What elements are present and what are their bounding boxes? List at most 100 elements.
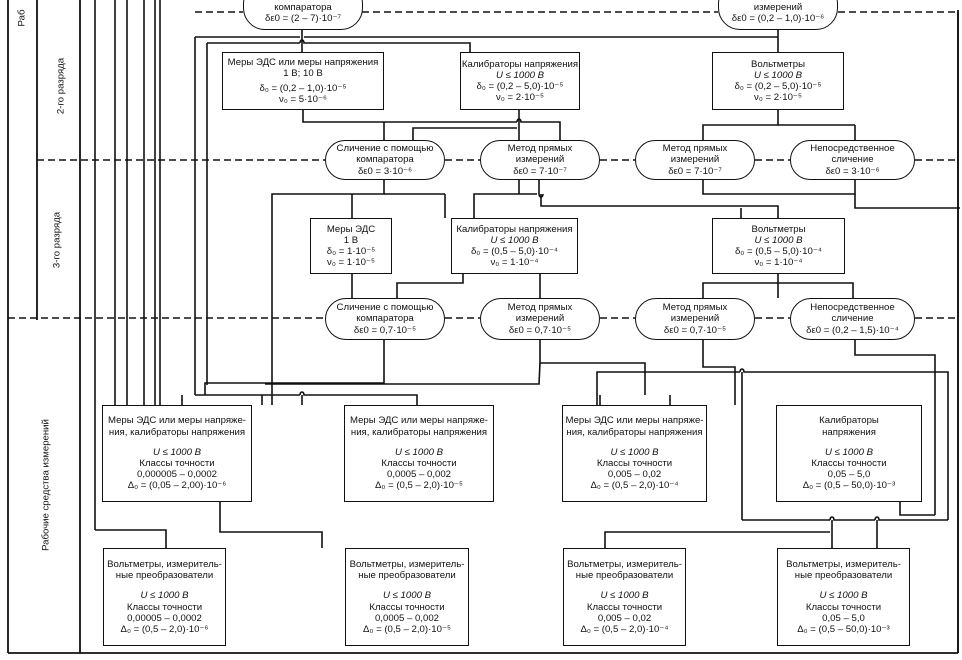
method-title-2: измерений <box>670 313 720 325</box>
box-delta: Δ₀ = (0,5 – 50,0)·10⁻³ <box>802 480 896 492</box>
row-label-rank2: 2-го разряда <box>55 57 67 115</box>
working-source-box-1: Меры ЭДС или меры напряже- ния, калибрат… <box>102 405 252 502</box>
top-method-direct: измерений δε0 = (0,2 – 1,0)·10⁻⁶ <box>718 0 838 30</box>
box-title-2: ния, калибраторы напряжения <box>350 426 488 438</box>
accuracy-class-label: Классы точности <box>381 458 457 469</box>
rank3-box-calibrators: Калибраторы напряжения U ≤ 1000 В δ₀ = (… <box>451 218 578 274</box>
box-delta: Δ₀ = (0,5 – 2,0)·10⁻⁴ <box>580 623 669 635</box>
box-title: Калибраторы напряжения <box>456 223 573 235</box>
working-source-box-4: Калибраторы напряжения U ≤ 1000 В Классы… <box>776 405 922 502</box>
working-meter-box-1: Вольтметры, измеритель- ные преобразоват… <box>103 548 226 646</box>
method-title: Метод прямых <box>662 302 728 314</box>
rank3-method-comparator: Сличение с помощью компаратора δε0 = 0,7… <box>325 298 445 340</box>
box-delta: δ₀ = (0,5 – 5,0)·10⁻⁴ <box>470 246 559 257</box>
rank2-box-voltmeters: Вольтметры U ≤ 1000 В δ₀ = (0,2 – 5,0)·1… <box>712 52 844 110</box>
method-value: δε0 = 0,7·10⁻⁵ <box>663 324 727 336</box>
accuracy-class-label: Классы точности <box>805 601 882 613</box>
method-value: δε0 = 7·10⁻⁷ <box>668 165 722 177</box>
box-range: U ≤ 1000 В <box>754 69 802 81</box>
top-method-comparator: компаратора δε0 = (2 – 7)·10⁻⁷ <box>243 0 363 30</box>
row-label-rank3: 3-го разряда <box>51 211 63 269</box>
rank3-box-emf-measures: Меры ЭДС 1 В δ₀ = 1·10⁻⁵ ν₀ = 1·10⁻⁵ <box>310 218 392 274</box>
box-delta: δ₀ = (0,2 – 5,0)·10⁻⁵ <box>734 81 822 92</box>
box-nu: ν₀ = 1·10⁻⁴ <box>490 257 539 269</box>
box-range: U ≤ 1000 В <box>825 446 873 458</box>
method-title: Метод прямых <box>507 302 573 314</box>
box-title: Калибраторы <box>819 415 879 427</box>
box-title-2: ния, калибраторы напряжения <box>566 426 703 438</box>
rank2-method-comparator: Сличение с помощью компаратора δε0 = 3·1… <box>325 140 445 180</box>
box-title: Калибраторы напряжения <box>461 58 579 70</box>
box-title: Меры ЭДС или меры напряжения <box>227 57 379 69</box>
accuracy-classes: 0,05 – 5,0 <box>822 612 865 624</box>
rank3-box-voltmeters: Вольтметры U ≤ 1000 В δ₀ = (0,5 – 5,0)·1… <box>712 218 845 274</box>
method-value: δε0 = 3·10⁻⁶ <box>825 165 880 177</box>
method-title: компаратора <box>274 1 332 13</box>
box-delta: Δ₀ = (0,5 – 2,0)·10⁻⁶ <box>120 623 209 635</box>
working-source-box-3: Меры ЭДС или меры напряже- ния, калибрат… <box>562 405 707 502</box>
box-title: Меры ЭДС <box>326 223 376 235</box>
rank2-box-calibrators: Калибраторы напряжения U ≤ 1000 В δ₀ = (… <box>460 52 580 110</box>
box-delta: Δ₀ = (0,05 – 2,00)·10⁻⁶ <box>127 480 227 492</box>
box-delta: Δ₀ = (0,5 – 50,0)·10⁻³ <box>797 623 890 635</box>
box-title-2: ные преобразователи <box>575 570 674 582</box>
working-meter-box-3: Вольтметры, измеритель- ные преобразоват… <box>563 548 686 646</box>
box-range: U ≤ 1000 В <box>819 590 868 602</box>
working-meter-box-2: Вольтметры, измеритель- ные преобразоват… <box>345 548 469 646</box>
method-title: Метод прямых <box>662 143 728 155</box>
box-title-2: напряжения <box>822 426 876 438</box>
box-title: Меры ЭДС или меры напряже- <box>107 415 246 427</box>
rank3-method-direct-2: Метод прямых измерений δε0 = 0,7·10⁻⁵ <box>635 298 755 340</box>
method-title-2: компаратора <box>356 154 414 166</box>
row-label-working-instruments: Рабочие средства измерений <box>40 419 52 551</box>
box-title: Меры ЭДС или меры напряже- <box>349 415 488 427</box>
method-title: Непосредственное <box>810 143 895 155</box>
box-nu: ν₀ = 2·10⁻⁵ <box>754 92 802 104</box>
box-range: U ≤ 1000 В <box>496 69 544 81</box>
accuracy-classes: 0,0005 – 0,002 <box>386 469 452 481</box>
accuracy-classes: 0,00005 – 0,0002 <box>127 612 202 624</box>
method-title: Сличение с помощью <box>336 302 434 314</box>
box-range: U ≤ 1000 В <box>600 590 649 602</box>
box-delta: Δ₀ = (0,5 – 2,0)·10⁻⁵ <box>375 480 463 492</box>
method-title: Сличение с помощью <box>336 143 434 155</box>
rank2-method-direct-2: Метод прямых измерений δε0 = 7·10⁻⁷ <box>635 140 755 180</box>
box-delta: δ₀ = (0,2 – 1,0)·10⁻⁵ <box>259 82 347 94</box>
box-delta: Δ₀ = (0,5 – 2,0)·10⁻⁵ <box>363 623 451 635</box>
accuracy-class-label: Классы точности <box>811 458 887 469</box>
rank2-method-direct-comparison: Непосредственное сличение δε0 = 3·10⁻⁶ <box>790 140 915 180</box>
box-title-2: ния, калибраторы напряжения <box>108 426 246 438</box>
box-nu: ν₀ = 2·10⁻⁵ <box>496 92 544 104</box>
box-delta: δ₀ = 1·10⁻⁵ <box>326 246 376 257</box>
method-title-2: сличение <box>831 154 874 166</box>
method-value: δε0 = (2 – 7)·10⁻⁷ <box>264 12 341 24</box>
method-value: δε0 = (0,2 – 1,5)·10⁻⁴ <box>806 324 899 336</box>
box-range: 1 В <box>343 234 359 246</box>
method-title-2: измерений <box>515 313 565 325</box>
accuracy-classes: 0,005 – 0,02 <box>597 612 652 624</box>
box-range: U ≤ 1000 В <box>490 234 539 246</box>
accuracy-class-label: Классы точности <box>369 601 445 613</box>
accuracy-classes: 0,05 – 5,0 <box>827 469 871 481</box>
row-label-working-top-cut: Раб <box>16 9 28 27</box>
box-range: 1 В; 10 В <box>283 68 323 80</box>
box-nu: ν₀ = 1·10⁻⁵ <box>327 257 375 269</box>
box-title-2: ные преобразователи <box>358 570 456 582</box>
box-title: Меры ЭДС или меры напряже- <box>565 415 704 427</box>
box-title: Вольтметры, измеритель- <box>786 558 901 570</box>
method-value: δε0 = 0,7·10⁻⁵ <box>353 324 417 336</box>
accuracy-class-label: Классы точности <box>596 458 673 469</box>
box-title: Вольтметры <box>751 223 806 235</box>
rank3-method-direct-comparison: Непосредственное сличение δε0 = (0,2 – 1… <box>790 298 915 340</box>
box-range: U ≤ 1000 В <box>754 234 803 246</box>
accuracy-classes: 0,0005 – 0,002 <box>374 612 440 624</box>
method-value: δε0 = (0,2 – 1,0)·10⁻⁶ <box>731 12 825 24</box>
box-range: U ≤ 1000 В <box>140 590 189 602</box>
box-title: Вольтметры <box>750 58 805 70</box>
method-title-2: измерений <box>515 154 565 166</box>
method-title-2: компаратора <box>356 313 414 325</box>
box-title-2: ные преобразователи <box>794 570 893 582</box>
box-delta: δ₀ = (0,5 – 5,0)·10⁻⁴ <box>734 246 823 257</box>
box-title: Вольтметры, измеритель- <box>567 558 682 570</box>
rank3-method-direct-1: Метод прямых измерений δε0 = 0,7·10⁻⁵ <box>480 298 600 340</box>
